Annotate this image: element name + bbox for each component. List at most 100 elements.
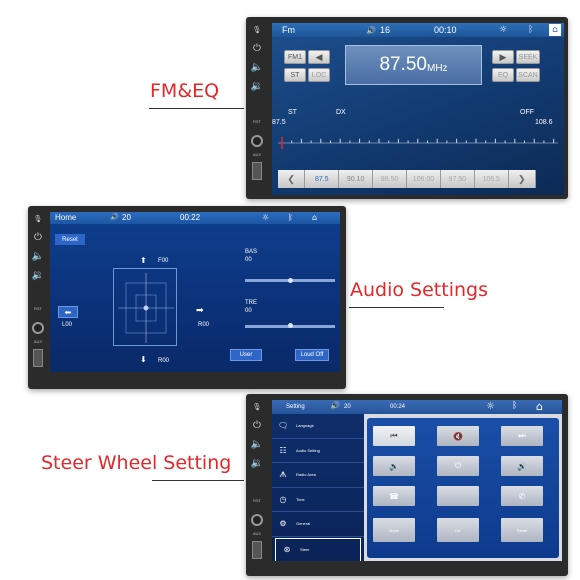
preset-4[interactable]: 106.00 bbox=[406, 170, 441, 188]
prev-button[interactable]: ◀ bbox=[308, 50, 330, 64]
power-icon[interactable]: ⏻ bbox=[34, 232, 42, 243]
menu-item-general[interactable]: ⚙ General bbox=[272, 512, 364, 537]
next-button[interactable]: ▶ bbox=[492, 50, 514, 64]
fader-right-icon[interactable]: ➡ bbox=[196, 306, 204, 316]
treble-label: TRE bbox=[245, 300, 257, 306]
mic-icon: 🎙 bbox=[33, 215, 43, 223]
frequency-display: 87.50 MHz bbox=[345, 45, 482, 85]
equalizer-icon: ☷ bbox=[279, 445, 287, 455]
clock-time: 00:22 bbox=[180, 213, 201, 222]
key-hang-up[interactable]: ☎ bbox=[373, 486, 415, 506]
home-icon[interactable]: ⌂ bbox=[536, 400, 543, 413]
balance-fader-grid[interactable] bbox=[113, 268, 177, 346]
key-mute[interactable]: 🔇 bbox=[437, 426, 479, 446]
steer-screen: Setting 🔊 20 00:24 ☼ ᛒ ⌂ 🗨 Language ☷ Au… bbox=[272, 400, 562, 561]
bluetooth-icon[interactable]: ᛒ bbox=[512, 401, 518, 411]
side-button-panel: 🎙 ⏻ 🔈 🔉 RST AUX bbox=[28, 206, 48, 389]
key-next[interactable]: ⏭ bbox=[501, 426, 543, 446]
mic-icon: 🎙 bbox=[252, 403, 262, 411]
bluetooth-icon[interactable]: ᛒ bbox=[528, 25, 534, 35]
steering-wheel-icon: ⊛ bbox=[283, 545, 291, 555]
key-previous[interactable]: ⏮ bbox=[373, 426, 415, 446]
preset-1[interactable]: 87.5 bbox=[305, 170, 340, 188]
fm-screen: Fm 🔊 16 00:10 ☼ ᛒ ⌂ FM1 ◀ ST LOC 87.50 M… bbox=[272, 23, 564, 195]
mode-label: Fm bbox=[282, 25, 295, 35]
brightness-icon[interactable]: ☼ bbox=[262, 213, 270, 222]
key-blank[interactable] bbox=[437, 486, 479, 506]
loud-button[interactable]: Loud Off bbox=[295, 349, 329, 361]
fader-down-icon[interactable]: ⬇ bbox=[140, 355, 147, 364]
fader-front-value: F00 bbox=[158, 258, 169, 264]
key-mode[interactable]: Mode bbox=[373, 518, 415, 542]
aux-label: AUX bbox=[33, 339, 43, 344]
volume-up-icon[interactable]: 🔈 bbox=[31, 251, 45, 262]
heading-audio-settings: Audio Settings bbox=[350, 279, 488, 301]
home-icon[interactable]: ⌂ bbox=[312, 213, 318, 222]
user-button[interactable]: User bbox=[230, 349, 262, 361]
preset-5[interactable]: 97.50 bbox=[440, 170, 475, 188]
head-unit-steer: 🎙 ⏻ 🔈 🔉 RST AUX Setting 🔊 20 00:24 ☼ ᛒ ⌂… bbox=[246, 394, 568, 576]
home-icon[interactable]: ⌂ bbox=[549, 24, 561, 36]
menu-item-language[interactable]: 🗨 Language bbox=[272, 414, 364, 439]
menu-item-audio-setting[interactable]: ☷ Audio Setting bbox=[272, 439, 364, 463]
clock-time: 00:10 bbox=[434, 25, 457, 35]
key-call[interactable]: ✆ bbox=[501, 486, 543, 506]
language-icon: 🗨 bbox=[278, 421, 289, 431]
fm1-button[interactable]: FM1 bbox=[284, 50, 306, 64]
bass-slider-thumb[interactable] bbox=[288, 278, 293, 283]
heading-steer-wheel-setting: Steer Wheel Setting bbox=[41, 452, 232, 474]
aux-jack bbox=[251, 514, 263, 526]
volume-down-icon[interactable]: 🔉 bbox=[250, 458, 264, 469]
preset-2[interactable]: 90.10 bbox=[339, 170, 374, 188]
aux-jack bbox=[251, 135, 263, 147]
preset-3[interactable]: 98.50 bbox=[373, 170, 407, 188]
fader-up-icon[interactable]: ⬆ bbox=[140, 256, 147, 265]
volume-down-icon[interactable]: 🔉 bbox=[31, 270, 45, 281]
antenna-icon: ᗑ bbox=[279, 469, 287, 479]
fader-left-value: L00 bbox=[62, 322, 73, 328]
heading-fm-eq: FM&EQ bbox=[150, 80, 220, 102]
menu-item-radio-area[interactable]: ᗑ Radio Area bbox=[272, 463, 364, 488]
preset-next-button[interactable]: ❯ bbox=[508, 170, 536, 188]
volume-up-icon[interactable]: 🔈 bbox=[250, 62, 264, 73]
settings-menu: 🗨 Language ☷ Audio Setting ᗑ Radio Area … bbox=[272, 414, 364, 561]
power-icon[interactable]: ⏻ bbox=[253, 420, 261, 431]
volume-value: 16 bbox=[380, 25, 391, 35]
volume-up-icon[interactable]: 🔈 bbox=[250, 439, 264, 450]
volume-icon: 🔊 bbox=[110, 213, 119, 221]
volume-icon: 🔊 bbox=[366, 25, 376, 35]
loc-button[interactable]: LOC bbox=[308, 68, 330, 82]
volume-down-icon[interactable]: 🔉 bbox=[250, 81, 264, 92]
reset-button[interactable]: Reset bbox=[55, 234, 85, 245]
seek-button[interactable]: SEEK bbox=[516, 50, 540, 64]
key-ok[interactable]: OK bbox=[437, 518, 479, 542]
fader-left-button[interactable]: ⬅ bbox=[58, 306, 78, 318]
power-icon[interactable]: ⏻ bbox=[253, 43, 261, 54]
menu-item-steer[interactable]: ⊛ Steer bbox=[275, 537, 361, 561]
status-bar: Home 🔊 20 00:22 ☼ ᛒ ⌂ bbox=[50, 212, 340, 224]
key-reset[interactable]: Reset bbox=[501, 518, 543, 542]
screen-title: Setting bbox=[286, 404, 305, 410]
volume-value: 20 bbox=[344, 404, 351, 410]
brightness-icon[interactable]: ☼ bbox=[486, 401, 495, 412]
menu-item-label: Time bbox=[296, 496, 305, 502]
status-bar: Fm 🔊 16 00:10 ☼ ᛒ ⌂ bbox=[272, 23, 564, 37]
key-power[interactable]: ⏻ bbox=[437, 456, 479, 476]
frequency-ruler[interactable] bbox=[278, 137, 558, 149]
preset-bar: ❮ 87.5 90.10 98.50 106.00 97.50 106.5 ❯ bbox=[278, 170, 536, 188]
clock-time: 00:24 bbox=[390, 404, 406, 410]
bluetooth-icon[interactable]: ᛒ bbox=[288, 213, 293, 222]
key-volume-down[interactable]: 🔉 bbox=[373, 456, 415, 476]
clock-icon: ◷ bbox=[279, 494, 287, 504]
brightness-icon[interactable]: ☼ bbox=[499, 25, 508, 35]
key-volume-up[interactable]: 🔊 bbox=[501, 456, 543, 476]
audio-screen: Home 🔊 20 00:22 ☼ ᛒ ⌂ Reset ⬆ F00 ⬅ L00 … bbox=[50, 212, 340, 372]
rst-label: RST bbox=[253, 119, 261, 124]
treble-slider-thumb[interactable] bbox=[288, 323, 293, 328]
scan-button[interactable]: SCAN bbox=[516, 68, 540, 82]
preset-prev-button[interactable]: ❮ bbox=[278, 170, 306, 188]
st-button[interactable]: ST bbox=[284, 68, 306, 82]
eq-button[interactable]: EQ bbox=[492, 68, 514, 82]
menu-item-time[interactable]: ◷ Time bbox=[272, 488, 364, 512]
preset-6[interactable]: 106.5 bbox=[474, 170, 509, 188]
